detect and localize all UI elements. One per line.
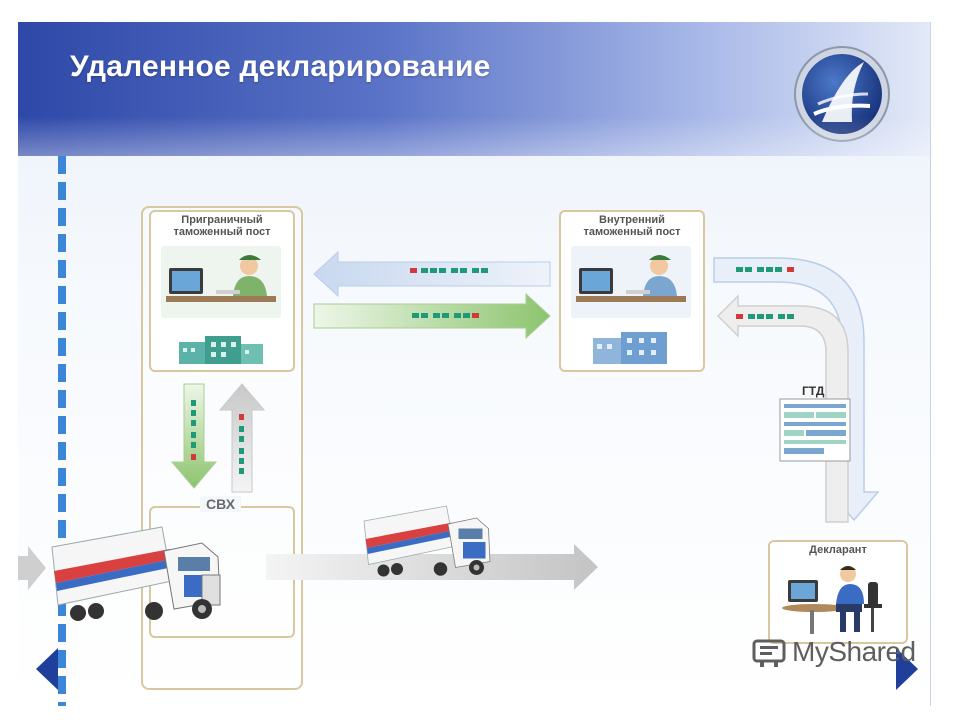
document-icon	[779, 398, 851, 462]
declarant-title: Декларант	[770, 544, 906, 557]
inland-customs-post: Внутренний таможенный пост	[559, 210, 705, 372]
arrow-incoming-left	[18, 546, 46, 590]
border-post-title-line2: таможенный пост	[173, 226, 271, 238]
declarant-box: Декларант	[768, 540, 908, 644]
data-packets-top	[410, 268, 488, 273]
data-packets-right-bottom	[736, 314, 794, 319]
warehouse-label: СВХ	[200, 496, 242, 512]
border-post-title-line1: Приграничный	[181, 214, 263, 226]
arrow-declarant-to-inland	[716, 294, 849, 523]
inland-post-title-line1: Внутренний	[599, 214, 665, 226]
arrow-warehouse-to-post	[218, 383, 266, 493]
slide-header: Удаленное декларирование	[18, 22, 930, 156]
declarant-person-icon	[782, 566, 882, 634]
slide: Удаленное декларирование Приграничный та…	[18, 22, 931, 706]
document-label: ГТД	[802, 384, 825, 398]
flow-diagram	[18, 250, 880, 621]
watermark-text: MyShared	[792, 636, 916, 667]
arrow-post-to-warehouse	[170, 383, 218, 489]
arrow-truck-exit	[266, 544, 598, 590]
customs-officer-icon	[161, 246, 281, 318]
border-dashed-line	[58, 156, 66, 706]
truck-icon	[363, 505, 491, 577]
inland-post-title-line2: таможенный пост	[583, 226, 681, 238]
arrow-border-to-inland	[313, 292, 551, 340]
slide-title: Удаленное декларирование	[70, 50, 491, 83]
arrow-inland-to-border	[313, 250, 551, 298]
watermark: MyShared	[752, 632, 916, 672]
customs-officer-icon	[571, 246, 691, 318]
watermark-logo-icon	[752, 639, 786, 667]
nav-next-icon[interactable]	[894, 646, 920, 692]
data-packets-middle	[412, 313, 479, 318]
nav-prev-icon[interactable]	[34, 646, 60, 692]
truck-icon	[51, 526, 221, 621]
customs-building-icon	[179, 336, 263, 364]
customs-building-icon	[593, 332, 667, 364]
data-packets-right-top	[736, 267, 794, 272]
border-customs-post: Приграничный таможенный пост	[149, 210, 295, 372]
